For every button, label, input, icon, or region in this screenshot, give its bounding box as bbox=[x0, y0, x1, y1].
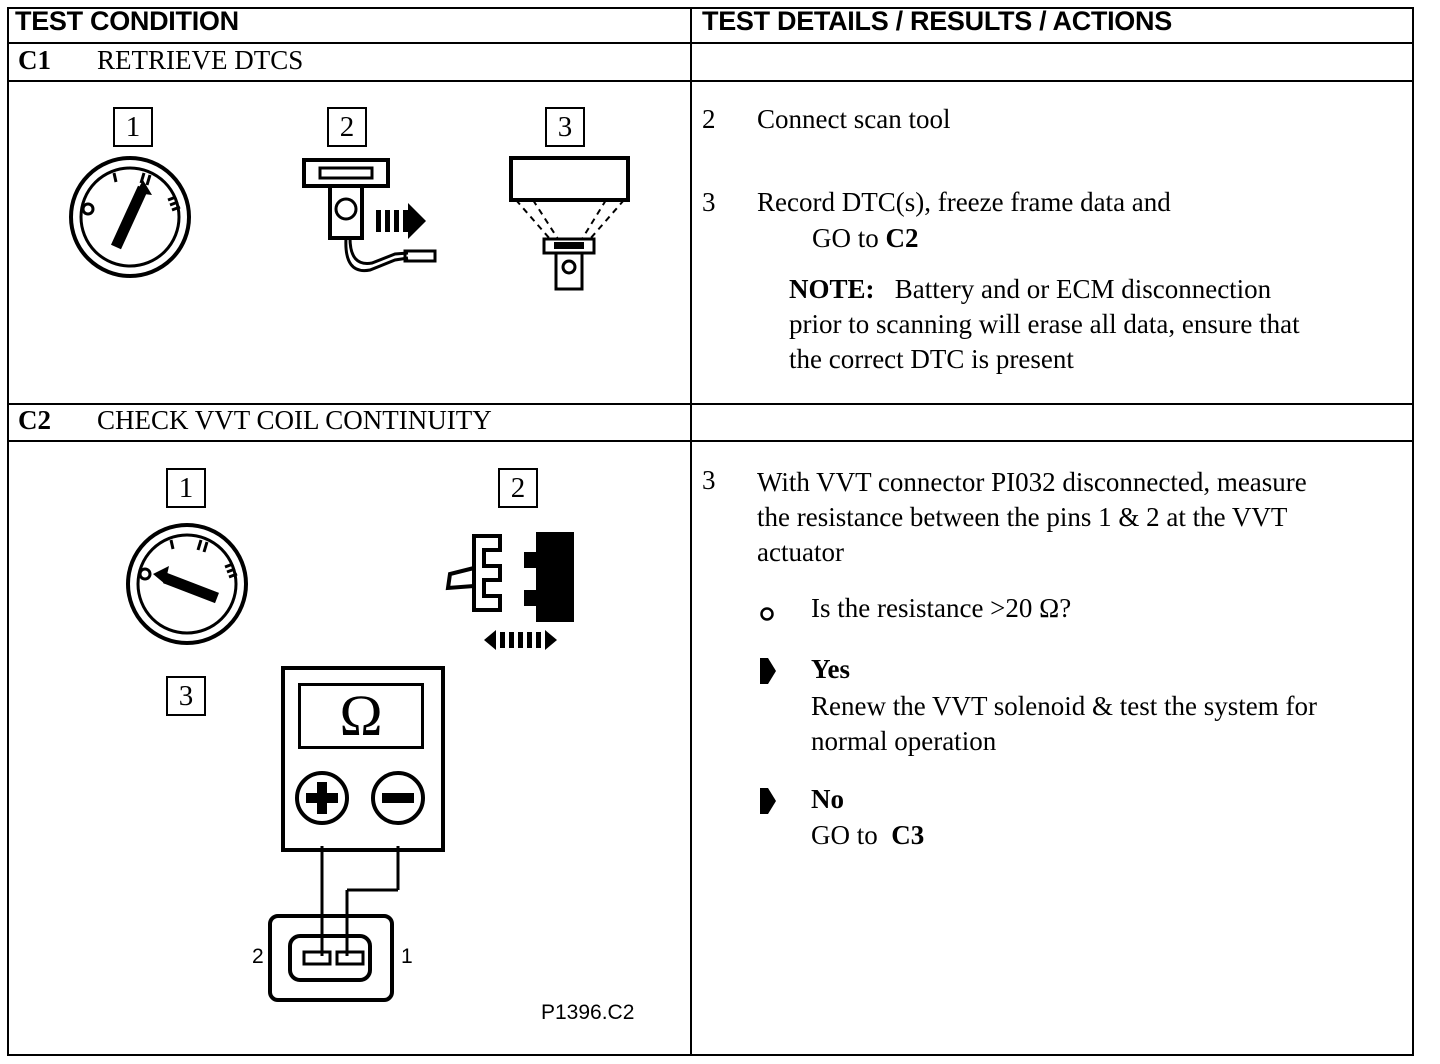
c2-step-line: the resistance between the pins 1 & 2 at… bbox=[757, 502, 1288, 532]
header-test-details: TEST DETAILS / RESULTS / ACTIONS bbox=[702, 6, 1172, 36]
row-divider bbox=[7, 403, 1414, 405]
ignition-switch-icon bbox=[69, 156, 191, 278]
c2-step-2-box: 2 bbox=[498, 468, 538, 508]
c1-step-3-box: 3 bbox=[545, 107, 585, 147]
yes-arrow-icon bbox=[760, 658, 776, 684]
c2-step-3-number: 3 bbox=[702, 465, 716, 495]
c2-step-3-text: With VVT connector PI032 disconnected, m… bbox=[757, 465, 1307, 570]
c2-code: C2 bbox=[18, 405, 51, 435]
note-line: Battery and or ECM disconnection bbox=[894, 274, 1272, 304]
c2-title: CHECK VVT COIL CONTINUITY bbox=[97, 405, 492, 435]
c2-step-3-box: 3 bbox=[166, 676, 206, 716]
c1-title: RETRIEVE DTCS bbox=[97, 45, 304, 75]
c2-step-line: With VVT connector PI032 disconnected, m… bbox=[757, 467, 1307, 497]
multimeter-leads-icon bbox=[268, 771, 425, 1002]
c2-step-1-box: 1 bbox=[166, 468, 206, 508]
multimeter-display bbox=[298, 683, 424, 749]
header-test-condition: TEST CONDITION bbox=[15, 6, 239, 36]
c1-goto: GO to C2 bbox=[812, 223, 919, 254]
table-border-right bbox=[1412, 7, 1414, 1056]
note-label: NOTE: bbox=[789, 274, 875, 304]
c2-step-line: actuator bbox=[757, 537, 844, 567]
row-divider bbox=[7, 80, 1414, 82]
no-goto: GO to C3 bbox=[811, 820, 924, 851]
c1-goto-prefix: GO to bbox=[812, 223, 879, 253]
row-divider bbox=[7, 440, 1414, 442]
yes-label: Yes bbox=[811, 654, 850, 684]
c1-code: C1 bbox=[18, 45, 51, 75]
figure-reference: P1396.C2 bbox=[541, 1001, 635, 1024]
note-line: prior to scanning will erase all data, e… bbox=[789, 309, 1300, 339]
c1-note: NOTE: Battery and or ECM disconnection p… bbox=[789, 272, 1300, 377]
connector-disconnect-icon bbox=[445, 532, 574, 650]
row-divider bbox=[7, 42, 1414, 44]
no-label: No bbox=[811, 784, 844, 814]
question-bullet-icon bbox=[760, 607, 774, 621]
multimeter-body bbox=[281, 666, 445, 852]
yes-action-line: Renew the VVT solenoid & test the system… bbox=[811, 691, 1317, 721]
c1-step-2-number: 2 bbox=[702, 104, 716, 134]
table-border-left bbox=[7, 7, 9, 1056]
ignition-switch-icon bbox=[126, 523, 248, 645]
no-goto-target: C3 bbox=[891, 820, 925, 850]
pin-label-1: 1 bbox=[401, 945, 413, 968]
scan-tool-display-icon bbox=[509, 156, 630, 291]
c1-step-3-number: 3 bbox=[702, 187, 716, 217]
c1-step-3-text: Record DTC(s), freeze frame data and bbox=[757, 187, 1171, 217]
ohm-symbol: Ω bbox=[339, 683, 383, 748]
c1-step-1-box: 1 bbox=[113, 107, 153, 147]
c1-goto-target: C2 bbox=[885, 223, 919, 253]
scan-tool-connect-icon bbox=[302, 158, 437, 273]
yes-action-line: normal operation bbox=[811, 726, 997, 756]
no-arrow-icon bbox=[760, 788, 776, 814]
no-goto-prefix: GO to bbox=[811, 820, 878, 850]
question-text: Is the resistance >20 Ω? bbox=[811, 593, 1072, 623]
table-border-top bbox=[7, 7, 1414, 9]
c1-step-2-text: Connect scan tool bbox=[757, 104, 951, 134]
c1-step-2-box: 2 bbox=[327, 107, 367, 147]
table-border-bottom bbox=[7, 1054, 1414, 1056]
pin-label-2: 2 bbox=[252, 945, 264, 968]
note-line: the correct DTC is present bbox=[789, 344, 1074, 374]
yes-action: Renew the VVT solenoid & test the system… bbox=[811, 689, 1317, 759]
column-divider bbox=[690, 7, 692, 1056]
